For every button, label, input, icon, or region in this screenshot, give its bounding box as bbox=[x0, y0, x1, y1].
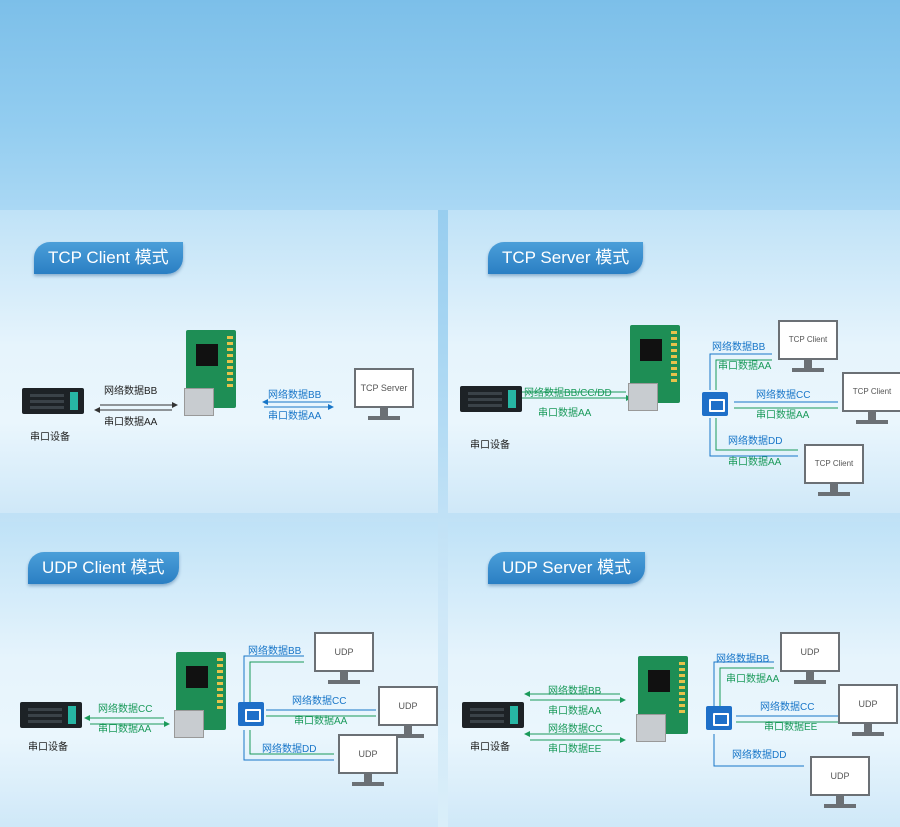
client2-serial: 串口数据EE bbox=[764, 722, 818, 733]
arrows bbox=[516, 353, 838, 457]
top-banner bbox=[0, 0, 900, 210]
client1-monitor-icon: UDP bbox=[314, 632, 374, 690]
module-board bbox=[184, 330, 236, 416]
client2-monitor-icon: UDP bbox=[838, 684, 898, 742]
client1-serial: 串口数据AA bbox=[726, 674, 780, 685]
arrows bbox=[84, 655, 376, 761]
client3-serial: 串口数据AA bbox=[728, 457, 782, 468]
udp-client-panel: UDP Client 模式 串口设备 网络数据CC 串口数据AA 网络数据BB … bbox=[0, 522, 438, 827]
client2-net: 网络数据CC bbox=[756, 390, 811, 401]
panel-title: TCP Server 模式 bbox=[488, 242, 644, 274]
client2-label: UDP bbox=[378, 686, 438, 726]
module-board bbox=[628, 325, 680, 411]
client1-monitor-icon: TCP Client bbox=[778, 320, 838, 378]
device-label: 串口设备 bbox=[470, 440, 510, 451]
client1-label: UDP bbox=[314, 632, 374, 672]
client3-monitor-icon: UDP bbox=[338, 734, 398, 792]
client2-serial: 串口数据AA bbox=[294, 716, 348, 727]
client1-serial: 串口数据AA bbox=[718, 361, 772, 372]
client3-monitor-icon: UDP bbox=[810, 756, 870, 814]
client1-monitor-icon: UDP bbox=[780, 632, 840, 690]
device-label: 串口设备 bbox=[28, 742, 68, 753]
serial-label-2: 串口数据AA bbox=[268, 411, 322, 422]
tcp-server-panel: TCP Server 模式 串口设备 网络数据BB/CC/DD 串口数据AA 网… bbox=[448, 210, 900, 513]
device-label: 串口设备 bbox=[470, 742, 510, 753]
panel-title: UDP Client 模式 bbox=[28, 552, 179, 584]
client3-label: UDP bbox=[810, 756, 870, 796]
serial-label: 串口数据AA bbox=[104, 417, 158, 428]
server-monitor-icon: TCP Server bbox=[354, 368, 414, 426]
client2-monitor-icon: TCP Client bbox=[842, 372, 900, 430]
client1-net: 网络数据BB bbox=[712, 342, 766, 353]
switch-icon bbox=[706, 706, 732, 730]
serial-label-2: 串口数据EE bbox=[548, 744, 602, 755]
serial-device bbox=[20, 702, 82, 728]
arrows bbox=[94, 399, 334, 413]
client1-net: 网络数据BB bbox=[248, 646, 302, 657]
client3-net: 网络数据DD bbox=[262, 744, 317, 755]
module-board bbox=[636, 656, 688, 742]
client1-label: UDP bbox=[780, 632, 840, 672]
net-label-2: 网络数据CC bbox=[548, 724, 603, 735]
udp-server-panel: UDP Server 模式 串口设备 网络数据BB 串口数据AA 网络数据CC … bbox=[448, 522, 900, 827]
panel-title: TCP Client 模式 bbox=[34, 242, 183, 274]
serial-label-1: 串口数据AA bbox=[548, 706, 602, 717]
switch-icon bbox=[238, 702, 264, 726]
panel-title: UDP Server 模式 bbox=[488, 552, 646, 584]
net-label: 网络数据BB/CC/DD bbox=[524, 388, 612, 399]
client2-serial: 串口数据AA bbox=[756, 410, 810, 421]
net-label: 网络数据CC bbox=[98, 704, 153, 715]
serial-label: 串口数据AA bbox=[98, 724, 152, 735]
serial-label: 串口数据AA bbox=[538, 408, 592, 419]
client2-net: 网络数据CC bbox=[760, 702, 815, 713]
client3-net: 网络数据DD bbox=[728, 436, 783, 447]
client2-net: 网络数据CC bbox=[292, 696, 347, 707]
client1-label: TCP Client bbox=[778, 320, 838, 360]
client3-monitor-icon: TCP Client bbox=[804, 444, 864, 502]
client2-monitor-icon: UDP bbox=[378, 686, 438, 744]
switch-icon bbox=[702, 392, 728, 416]
client2-label: UDP bbox=[838, 684, 898, 724]
serial-device bbox=[462, 702, 524, 728]
net-label-2: 网络数据BB bbox=[268, 390, 322, 401]
net-label-1: 网络数据BB bbox=[548, 686, 602, 697]
tcp-client-panel: TCP Client 模式 串口设备 网络数据BB 串口数据AA 网络数据BB … bbox=[0, 210, 438, 513]
client1-net: 网络数据BB bbox=[716, 654, 770, 665]
net-label: 网络数据BB bbox=[104, 386, 158, 397]
client2-label: TCP Client bbox=[842, 372, 900, 412]
serial-device bbox=[460, 386, 522, 412]
serial-device bbox=[22, 388, 84, 414]
client3-net: 网络数据DD bbox=[732, 750, 787, 761]
server-label: TCP Server bbox=[354, 368, 414, 408]
client3-label: TCP Client bbox=[804, 444, 864, 484]
device-label: 串口设备 bbox=[30, 432, 70, 443]
client3-label: UDP bbox=[338, 734, 398, 774]
arrows bbox=[524, 661, 844, 767]
module-board bbox=[174, 652, 226, 738]
